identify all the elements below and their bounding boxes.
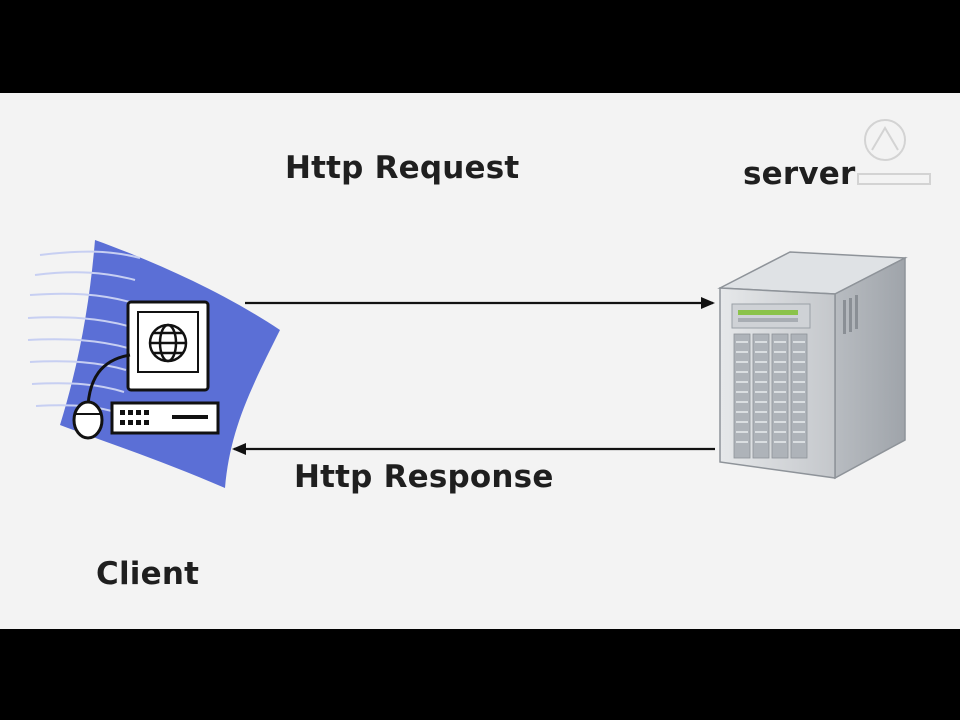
server-tower-icon xyxy=(717,251,908,480)
http-response-label: Http Response xyxy=(294,459,554,495)
http-request-label: Http Request xyxy=(285,150,520,186)
client-computer-icon xyxy=(27,240,280,488)
globe-icon xyxy=(148,323,188,363)
letterbox-bottom xyxy=(0,629,960,720)
client-label: Client xyxy=(96,556,200,592)
letterbox-top xyxy=(0,0,960,93)
watermark-logo-icon xyxy=(857,119,931,185)
server-label: server xyxy=(743,156,856,192)
